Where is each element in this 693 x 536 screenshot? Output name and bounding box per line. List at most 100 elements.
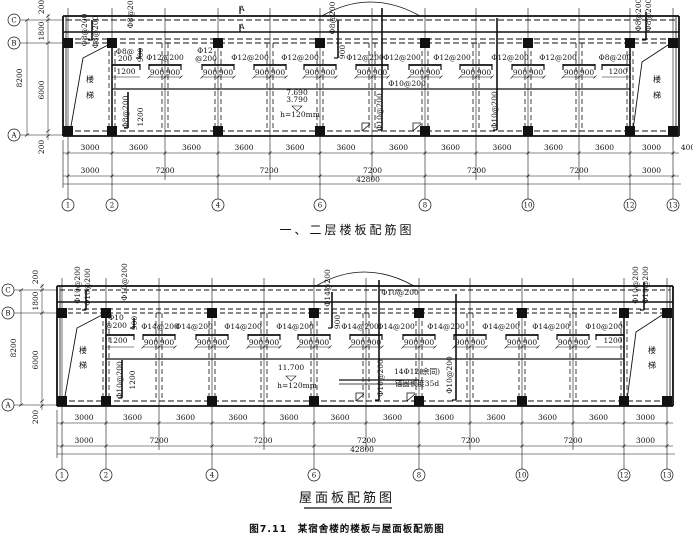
- rebar-label: Φ14@200: [276, 322, 314, 331]
- column: [625, 126, 635, 136]
- dimension-tick: [45, 129, 51, 133]
- axis-bubble: [211, 198, 225, 212]
- rebar-label: Φ8@200: [328, 1, 337, 34]
- bar-length: 900: [564, 68, 579, 77]
- dimension-tick: [628, 174, 632, 178]
- bay-dimension: 3600: [285, 143, 304, 152]
- axis-letter: C: [11, 17, 16, 25]
- column: [213, 38, 223, 48]
- dimension-tick: [542, 75, 546, 79]
- dimension-tick: [262, 421, 266, 425]
- bay-dimension: 3600: [441, 143, 460, 152]
- dimension-tick: [328, 345, 332, 349]
- dim-8200: 8200: [9, 338, 18, 357]
- dimension-tick: [526, 75, 530, 79]
- dimension-tick: [417, 421, 421, 425]
- dimension-tick: [45, 134, 51, 138]
- rebar-label: Φ12@200: [231, 53, 269, 62]
- column: [523, 126, 533, 136]
- rebar-label: A: [238, 22, 245, 31]
- rebar-label: Φ8@200: [599, 53, 632, 62]
- dimension-tick: [45, 18, 51, 22]
- dimension-tick: [318, 174, 322, 178]
- bay-dimension: 3600: [538, 413, 557, 422]
- bar-length: 900: [305, 68, 320, 77]
- axis-number: 6: [318, 202, 323, 210]
- dimension-tick: [45, 14, 51, 18]
- rebar-label: Φ12@200: [383, 53, 421, 62]
- dimension-tick: [318, 75, 322, 79]
- bar-length: 900: [271, 68, 286, 77]
- bay-dimension: 3600: [228, 413, 247, 422]
- axis-number: 10: [524, 202, 533, 210]
- stair-label: 梯: [648, 360, 656, 370]
- bar-length: 900: [477, 68, 492, 77]
- column: [213, 126, 223, 136]
- dimension-tick: [520, 421, 524, 425]
- bar-length: 900: [471, 338, 486, 347]
- stair-label: 梯: [653, 90, 661, 100]
- axis-bubble: [7, 128, 21, 142]
- span-dimension: 7200: [563, 436, 582, 445]
- bar-length: 900: [219, 68, 234, 77]
- bar-length: 900: [373, 68, 388, 77]
- axis-bubble: [617, 468, 631, 482]
- dimension-tick: [571, 421, 575, 425]
- rebar-label: Φ12@200: [346, 53, 384, 62]
- column: [63, 126, 73, 136]
- bar-length: 900: [150, 68, 165, 77]
- bar-length: 900: [367, 338, 382, 347]
- column: [662, 308, 672, 318]
- bar-length: 900: [410, 68, 425, 77]
- rebar-label: 7.690: [286, 88, 308, 97]
- axis-number: 1: [60, 472, 64, 480]
- dimension-tick: [520, 345, 524, 349]
- dimension-tick: [200, 75, 204, 79]
- rebar-label: Φ10@200: [120, 263, 129, 301]
- dimension-tick: [628, 151, 632, 155]
- dimension-tick: [587, 345, 591, 349]
- rebar-label: Φ14@200: [341, 322, 379, 331]
- dimension-tick: [252, 75, 256, 79]
- dim-1800: 1800: [37, 21, 46, 40]
- span-dimension: 7200: [155, 166, 174, 175]
- dimension-tick: [194, 345, 198, 349]
- dimension-tick: [671, 174, 675, 178]
- axis-bubble: [1, 283, 15, 297]
- bay-dimension: 3600: [234, 143, 253, 152]
- bar-length: 900: [255, 68, 270, 77]
- rebar-label: Φ10@200: [83, 268, 92, 306]
- total-dimension: 42800: [350, 445, 374, 454]
- dim-6000: 6000: [31, 350, 40, 369]
- rebar-label: Φ8@200: [644, 0, 653, 31]
- bay-dimension: 3600: [389, 143, 408, 152]
- rebar-label: Φ12@200: [433, 53, 471, 62]
- bay-dimension: 3000: [74, 413, 93, 422]
- bay-dimension: 3600: [492, 143, 511, 152]
- plan-title-roof: 屋面板配筋图: [299, 490, 395, 506]
- dimension-tick: [173, 345, 177, 349]
- axis-bubble: [418, 198, 432, 212]
- rebar-label: 锚固长度35d: [395, 378, 440, 388]
- dimension-tick: [354, 75, 358, 79]
- rebar-label: Φ14@200: [482, 322, 520, 331]
- dimension-tick: [555, 345, 559, 349]
- stair-label: 楼: [648, 345, 656, 355]
- dimension-tick: [278, 345, 282, 349]
- axis-bubble: [660, 468, 674, 482]
- bay-dimension: 3600: [383, 413, 402, 422]
- dimension-tick: [665, 444, 669, 448]
- span-dimension: 7200: [253, 436, 272, 445]
- dimension-tick: [312, 444, 316, 448]
- bar-length: 900: [166, 68, 181, 77]
- rebar-label: 900: [333, 315, 342, 330]
- axis-number: 12: [620, 472, 629, 480]
- span-dimension: 7200: [363, 166, 382, 175]
- dimension-tick: [110, 151, 114, 155]
- bar-length: 900: [299, 338, 314, 347]
- rebar-label: 14Φ12(余同): [394, 366, 440, 376]
- bar-length: 900: [351, 338, 366, 347]
- bar-length: 900: [249, 338, 264, 347]
- rebar-label: Φ10@200: [631, 266, 640, 304]
- dim-6000: 6000: [37, 80, 46, 99]
